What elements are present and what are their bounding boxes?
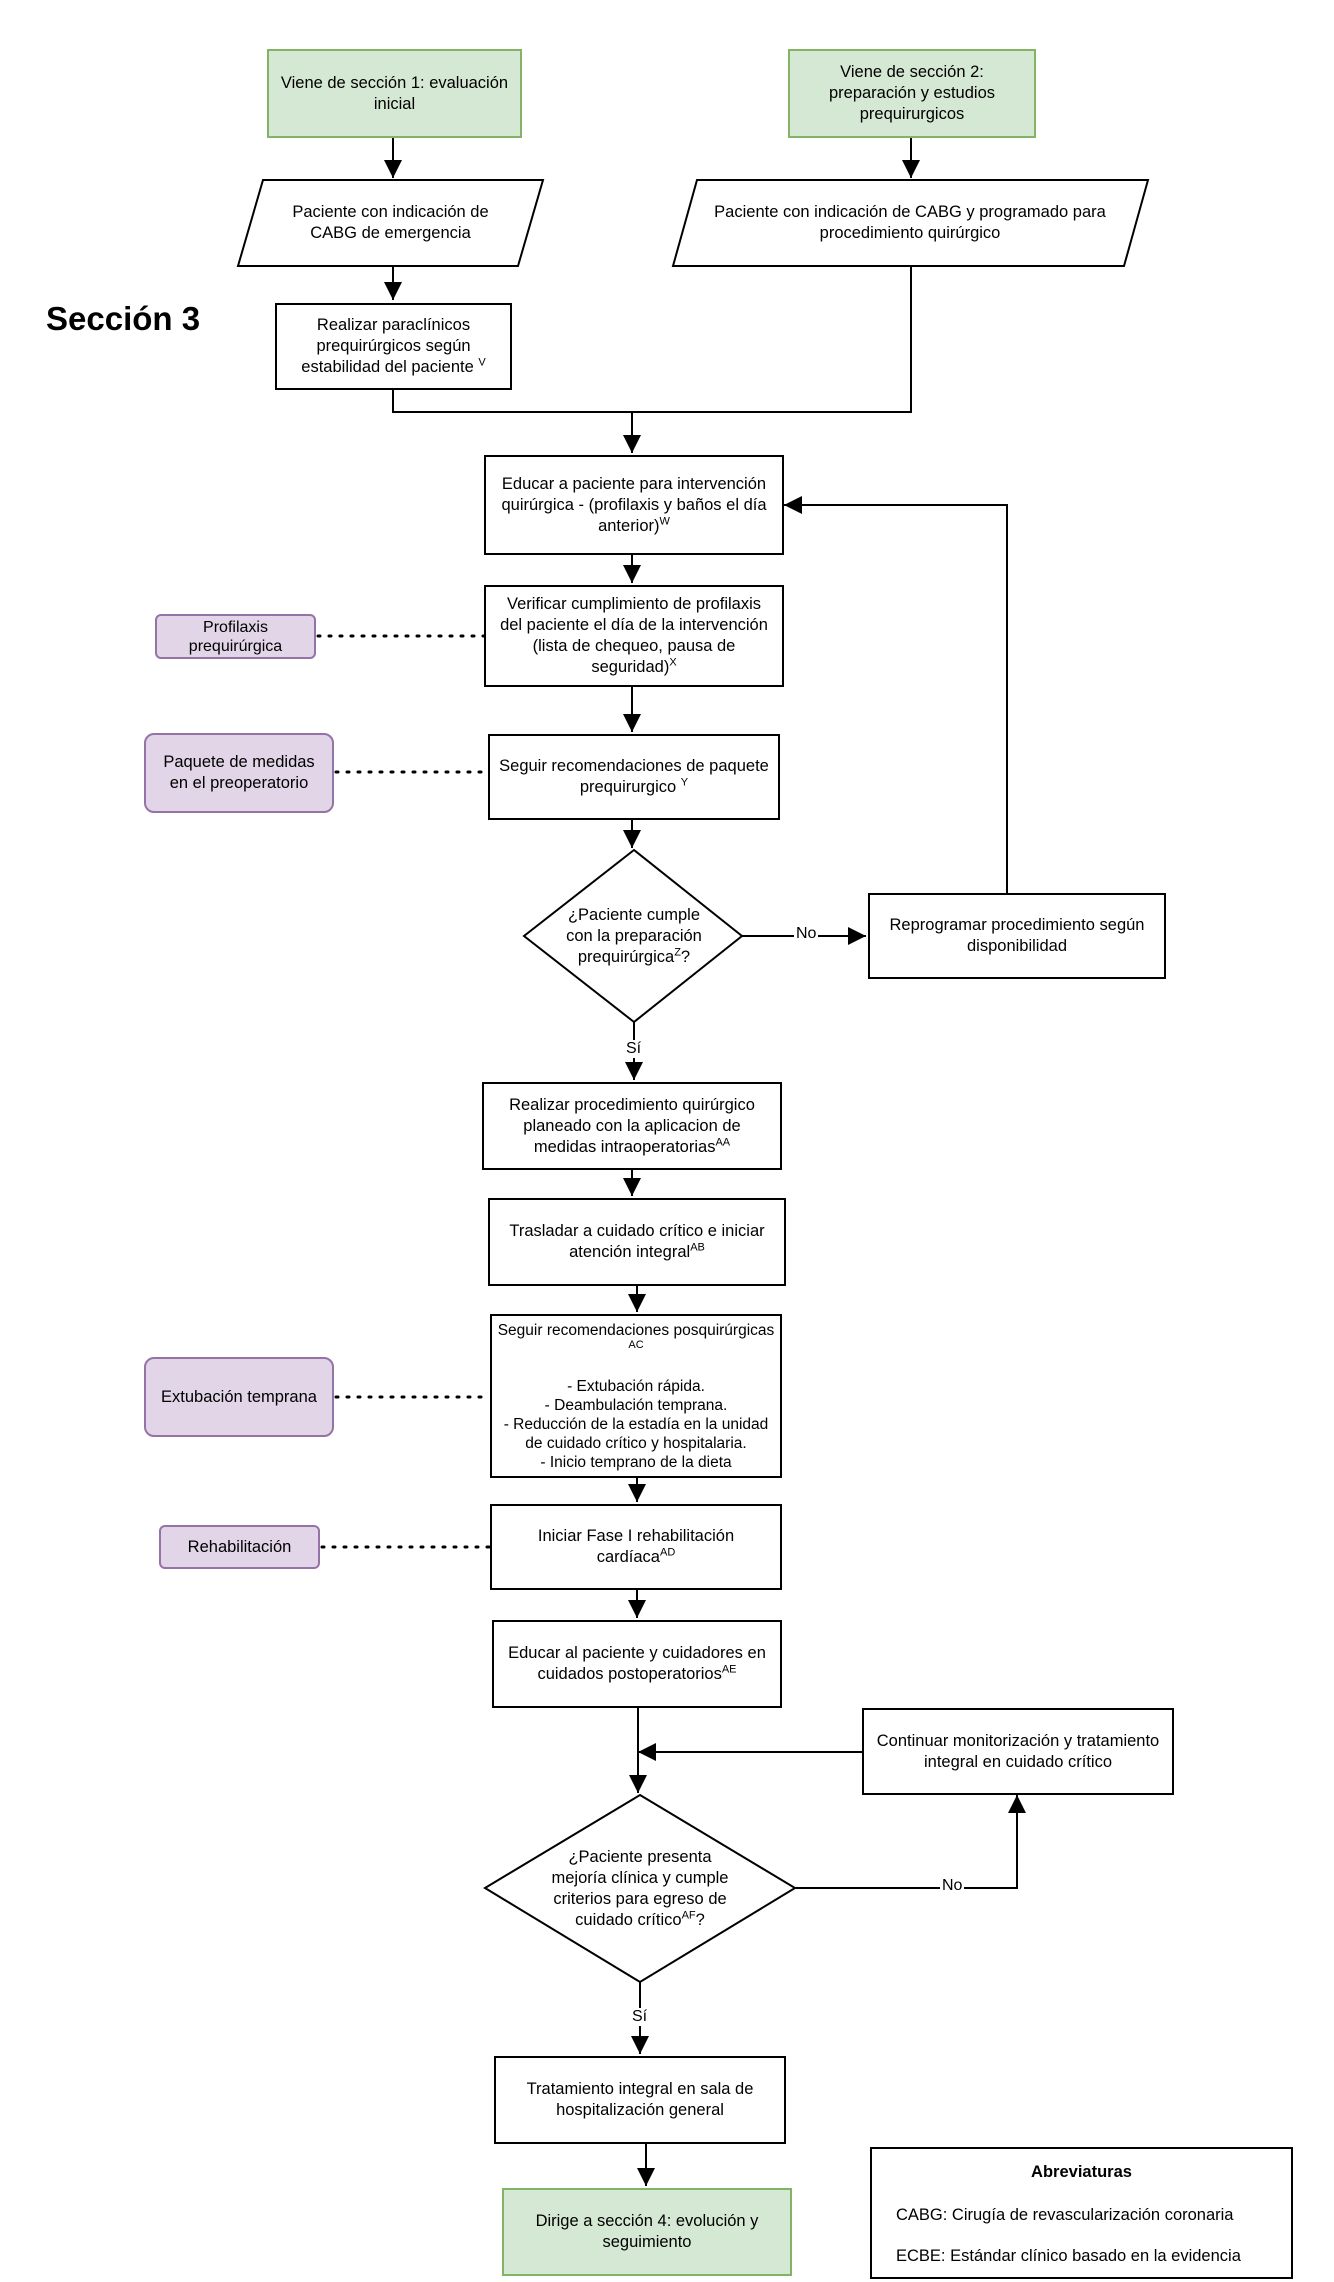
- surgery-label: Realizar procedimiento quirúrgico planea…: [509, 1095, 755, 1156]
- line-paraclinics-merge: [392, 390, 632, 413]
- scheduled-text: Paciente con indicación de CABG y progra…: [700, 182, 1120, 264]
- follow-preop-label: Seguir recomendaciones de paquete prequi…: [499, 757, 769, 796]
- educate-care-box: Educar al paciente y cuidadores en cuida…: [492, 1620, 782, 1708]
- shape-emergency: [236, 179, 545, 267]
- reschedule-box: Reprogramar procedimiento según disponib…: [868, 893, 1166, 979]
- rehab-box: Iniciar Fase I rehabilitación cardíacaAD: [490, 1504, 782, 1590]
- arrow-reschedule-educate: [784, 496, 1008, 893]
- edge-label-yes-2: Sí: [630, 2008, 650, 2026]
- note-preop-bundle: Paquete de medidas en el preoperatorio: [144, 733, 334, 813]
- reschedule-label: Reprogramar procedimiento según disponib…: [889, 916, 1145, 955]
- surgery-box: Realizar procedimiento quirúrgico planea…: [482, 1082, 782, 1170]
- from-section-1: Viene de sección 1: evaluación inicial: [267, 49, 522, 138]
- note-preop-bundle-text: Paquete de medidas en el preoperatorio: [163, 753, 315, 792]
- decision2-label: ¿Paciente presenta mejoría clínica y cum…: [551, 1848, 729, 1929]
- paraclinics-label: Realizar paraclínicos prequirúrgicos seg…: [301, 316, 486, 376]
- educate-label: Educar a paciente para intervención quir…: [501, 474, 767, 535]
- edge-label-no-2: No: [940, 1877, 965, 1895]
- post-surgery-box: Seguir recomendaciones posquirúrgicas AC…: [490, 1314, 782, 1478]
- section-title: Sección 3: [46, 300, 201, 337]
- note-prophylaxis-text: Profilaxis prequirúrgica: [188, 618, 283, 655]
- note-rehabilitation: Rehabilitación: [159, 1525, 320, 1569]
- to-section-4-text: Dirige a sección 4: evolución y seguimie…: [535, 2212, 759, 2251]
- general-ward-label: Tratamiento integral en sala de hospital…: [526, 2080, 754, 2119]
- note-prophylaxis: Profilaxis prequirúrgica: [155, 614, 316, 659]
- note-early-extubation: Extubación temprana: [144, 1357, 334, 1437]
- decision2-text: ¿Paciente presenta mejoría clínica y cum…: [550, 1830, 730, 1948]
- paraclinics-box: Realizar paraclínicos prequirúrgicos seg…: [275, 303, 512, 390]
- rehab-label: Iniciar Fase I rehabilitación cardíacaAD: [537, 1527, 735, 1566]
- shape-scheduled: [671, 179, 1150, 267]
- abbreviation-cabg: CABG: Cirugía de revascularización coron…: [896, 2206, 1234, 2224]
- edge-label-yes-1: Sí: [624, 1040, 644, 1058]
- general-ward-box: Tratamiento integral en sala de hospital…: [494, 2056, 786, 2144]
- to-section-4: Dirige a sección 4: evolución y seguimie…: [502, 2188, 792, 2276]
- verify-box: Verificar cumplimiento de profilaxis del…: [484, 585, 784, 687]
- continue-label: Continuar monitorización y tratamiento i…: [876, 1731, 1160, 1771]
- verify-label: Verificar cumplimiento de profilaxis del…: [500, 595, 768, 676]
- follow-preop-box: Seguir recomendaciones de paquete prequi…: [488, 734, 780, 820]
- abbreviation-ecbe: ECBE: Estándar clínico basado en la evid…: [896, 2247, 1241, 2265]
- note-early-extubation-text: Extubación temprana: [161, 1387, 317, 1406]
- abbreviations-box: Abreviaturas CABG: Cirugía de revascular…: [870, 2147, 1293, 2279]
- educate-box: Educar a paciente para intervención quir…: [484, 455, 784, 555]
- decision1-text: ¿Paciente cumple con la preparación preq…: [560, 890, 708, 982]
- from-section-2: Viene de sección 2: preparación y estudi…: [788, 49, 1036, 138]
- from-section-2-text: Viene de sección 2: preparación y estudi…: [828, 63, 995, 123]
- transfer-box: Trasladar a cuidado crítico e iniciar at…: [488, 1198, 786, 1286]
- decision1-label: ¿Paciente cumple con la preparación preq…: [566, 905, 702, 966]
- scheduled-label: Paciente con indicación de CABG y progra…: [714, 203, 1106, 242]
- note-rehabilitation-text: Rehabilitación: [187, 1537, 292, 1556]
- arrow-decision2-continue: [795, 1795, 1026, 1889]
- abbreviations-title: Abreviaturas: [1031, 2163, 1132, 2181]
- transfer-label: Trasladar a cuidado crítico e iniciar at…: [509, 1222, 765, 1261]
- post-surgery-list: - Extubación rápida. - Deambulación temp…: [503, 1377, 769, 1471]
- emergency-label: Paciente con indicación de CABG de emerg…: [292, 203, 489, 242]
- post-surgery-title: Seguir recomendaciones posquirúrgicas AC: [497, 1321, 775, 1351]
- continue-box: Continuar monitorización y tratamiento i…: [862, 1708, 1174, 1795]
- edge-label-no-1: No: [794, 925, 819, 943]
- emergency-text: Paciente con indicación de CABG de emerg…: [268, 182, 513, 264]
- educate-care-label: Educar al paciente y cuidadores en cuida…: [508, 1644, 766, 1683]
- from-section-1-text: Viene de sección 1: evaluación inicial: [280, 73, 509, 113]
- line-scheduled-merge: [632, 266, 912, 413]
